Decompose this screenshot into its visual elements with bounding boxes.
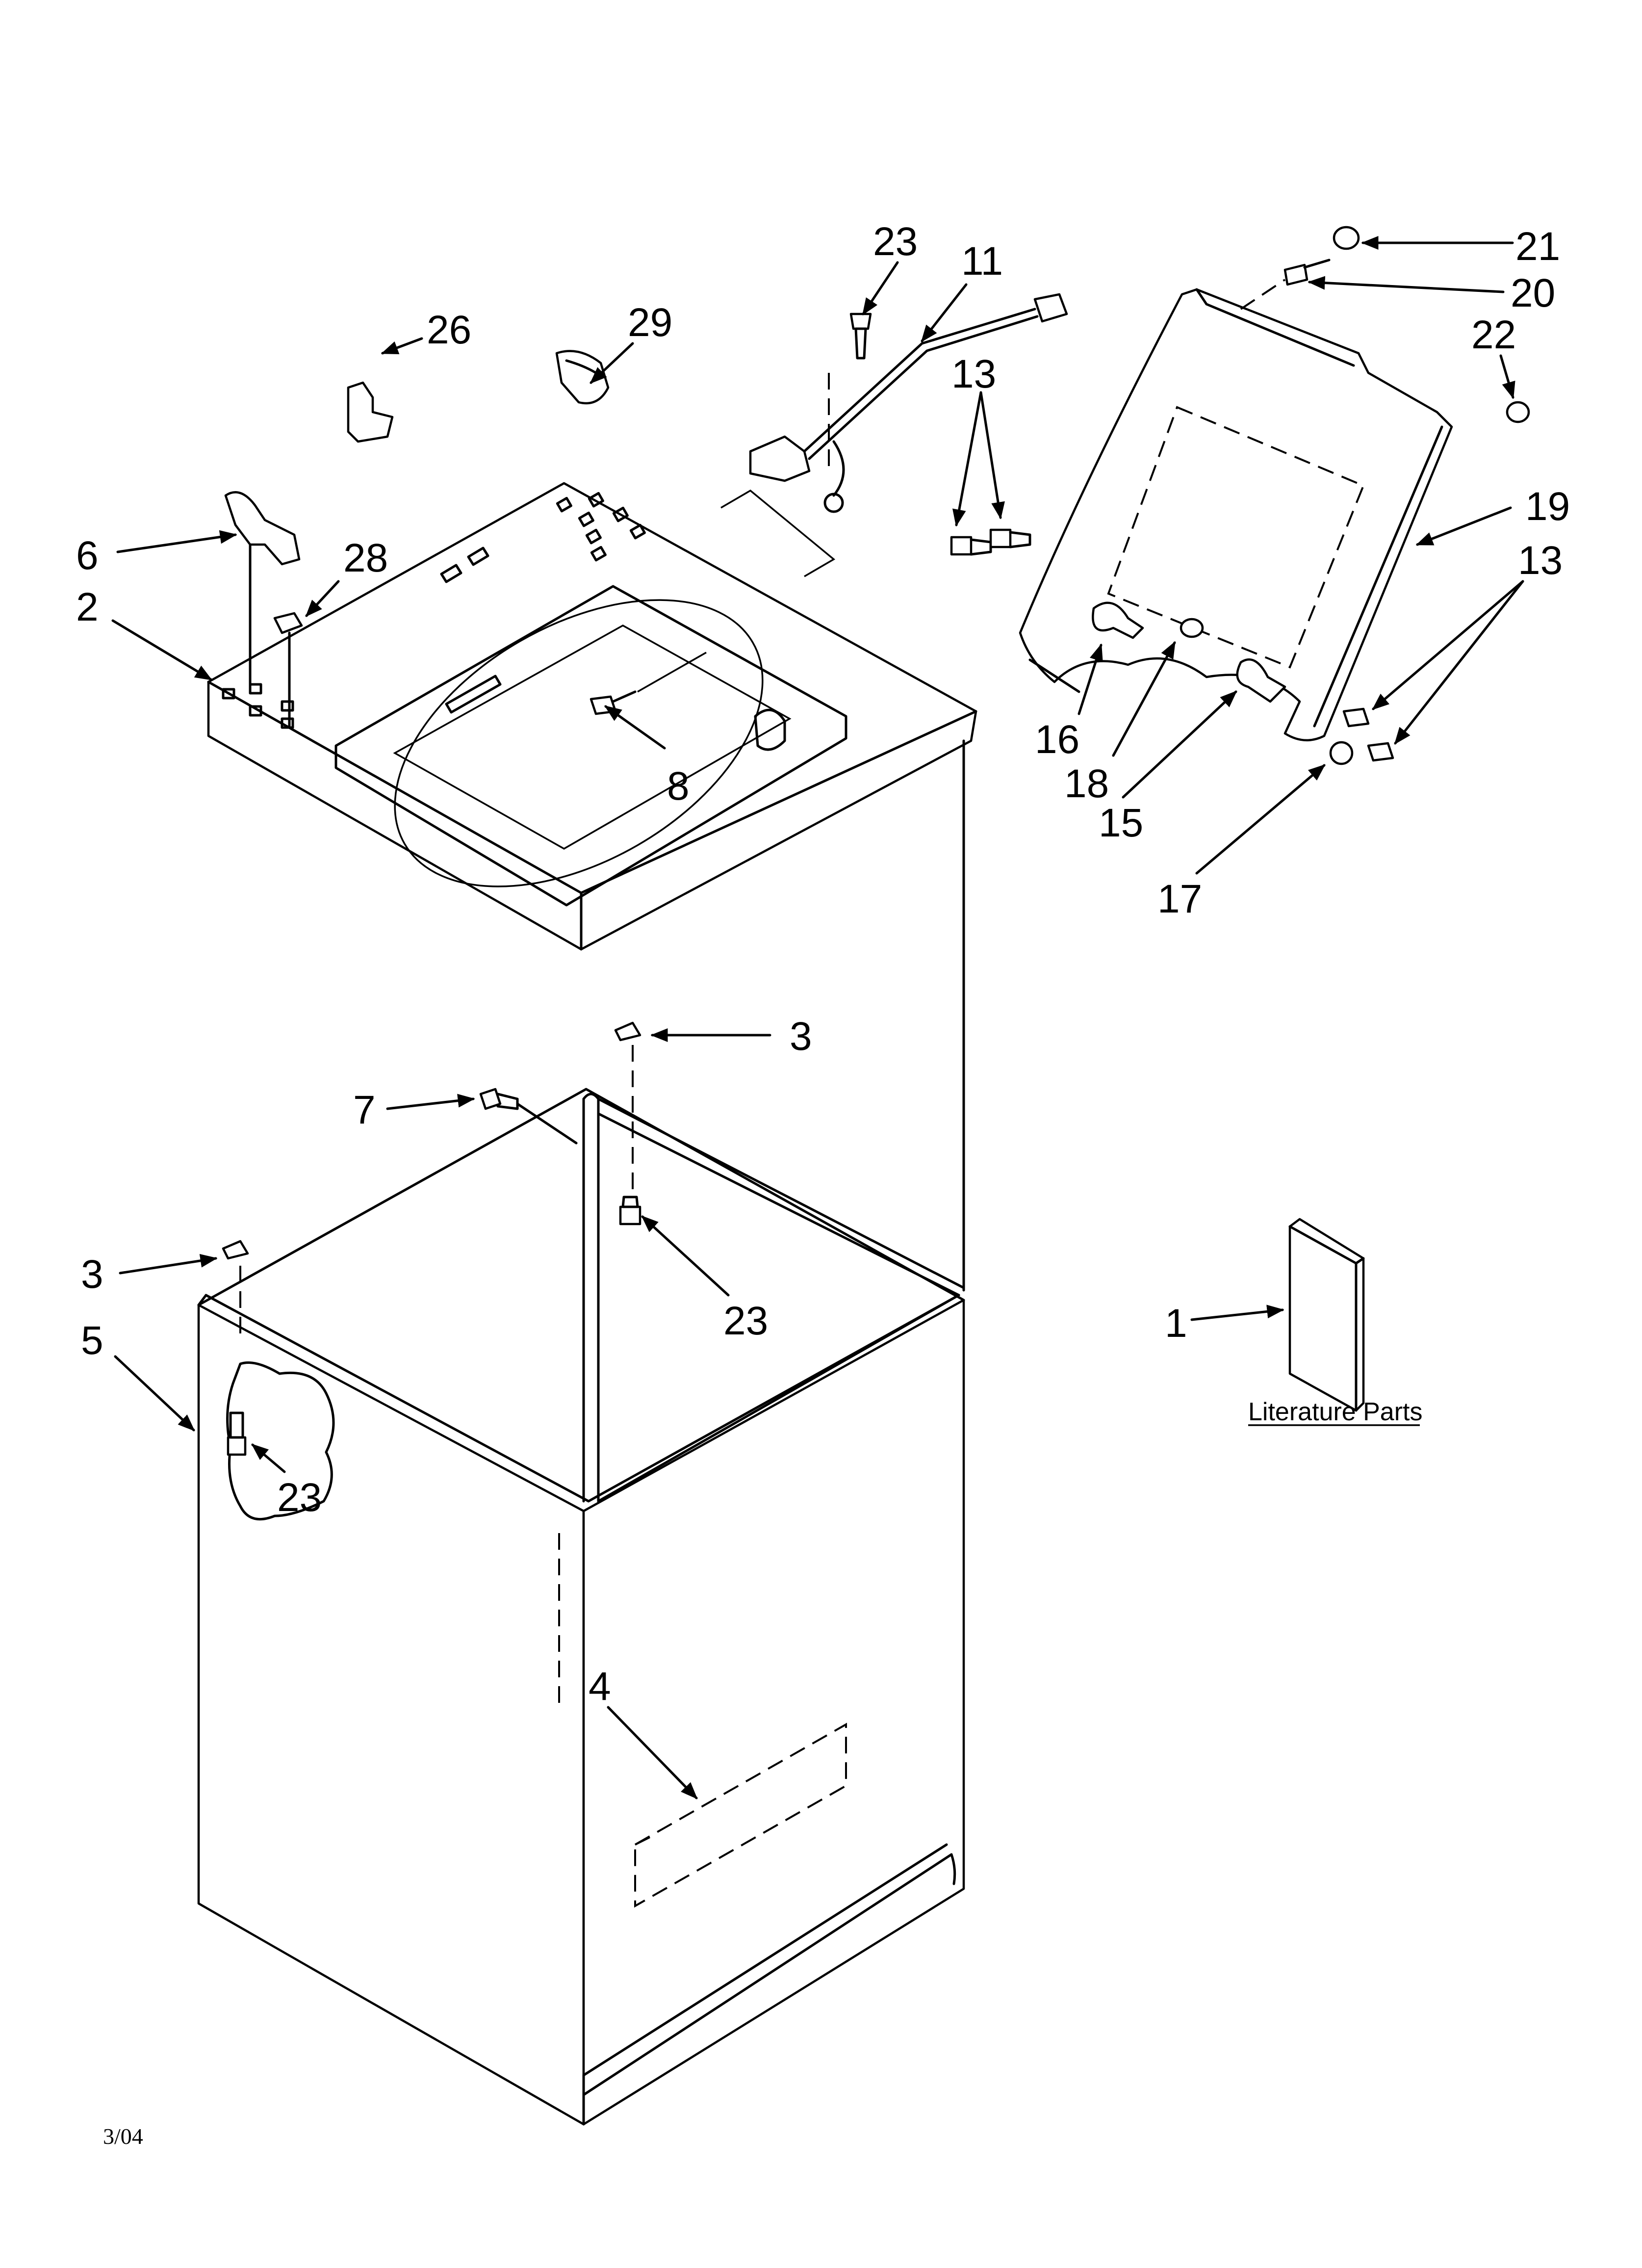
screw-23-center [619,1196,641,1225]
callout-19: 19 [1525,484,1570,529]
callout-8: 8 [667,764,690,808]
top-panel [207,482,977,951]
clip-28 [273,612,303,728]
callout-3-lower: 3 [81,1252,103,1297]
hinges-15-16-bumper-18 [1092,601,1286,703]
callout-5: 5 [81,1318,103,1363]
callout-16: 16 [1035,717,1079,762]
callout-labels: 26 29 6 2 28 8 23 11 13 21 20 22 19 13 1… [76,219,1570,2149]
callout-6: 6 [76,533,99,578]
screws-13-left [950,528,1031,556]
callout-22: 22 [1471,313,1516,357]
clip-26 [347,381,394,443]
callout-23-center: 23 [723,1299,768,1343]
parts-20-21-22 [1240,226,1530,423]
callout-2: 2 [76,585,99,629]
clip-6 [224,491,301,688]
callout-15: 15 [1099,801,1143,845]
callout-3-upper: 3 [790,1014,812,1059]
callout-11: 11 [961,239,1003,284]
literature-parts-label: Literature Parts [1248,1398,1423,1426]
callout-29: 29 [628,300,672,345]
callout-17: 17 [1157,877,1202,921]
screw-23-top [828,313,872,471]
callout-20: 20 [1511,271,1555,315]
callout-13-left: 13 [951,352,996,396]
date-code: 3/04 [103,2124,143,2149]
bumper-29 [555,350,610,405]
lid [1019,288,1453,742]
callout-7: 7 [353,1088,376,1132]
screw-23-cutaway [227,1411,247,1456]
callout-13-right: 13 [1518,538,1563,583]
literature-parts-book [1248,1218,1420,1426]
callout-1: 1 [1165,1301,1187,1346]
callout-23-top: 23 [873,219,918,264]
callout-28: 28 [343,536,388,580]
leader-arrows [111,236,1524,1799]
callout-26: 26 [427,308,471,352]
screw-7 [479,1088,578,1145]
callout-4: 4 [589,1664,611,1709]
clip-3-lower [222,1240,249,1334]
callout-23-cutaway: 23 [277,1475,322,1520]
cabinet [197,739,965,2126]
lid-switch-harness-11 [720,293,1068,577]
clip-3-upper [614,1021,641,1197]
screws-13-right [1329,707,1394,765]
callout-21: 21 [1515,224,1560,269]
callout-18: 18 [1064,761,1109,806]
